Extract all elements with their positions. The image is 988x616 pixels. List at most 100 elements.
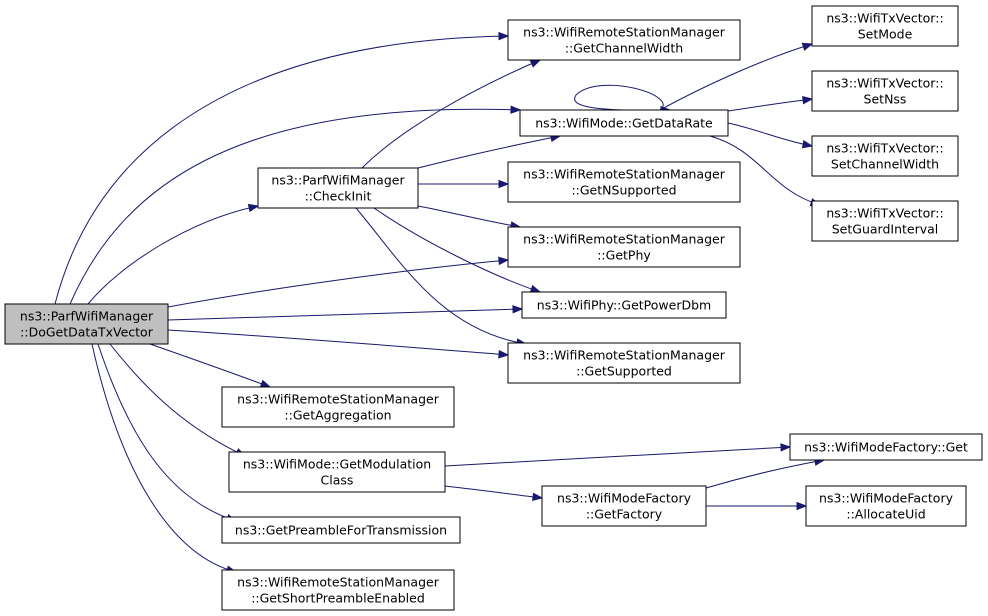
node-label-line: ::GetShortPreambleEnabled xyxy=(251,591,425,606)
edge-line xyxy=(109,343,246,457)
edge-root-to-getdatarate xyxy=(69,105,522,305)
node-box xyxy=(221,386,455,428)
node-label-line: ns3::WifiRemoteStationManager xyxy=(523,25,726,40)
edge-line xyxy=(727,122,813,147)
node-allocateuid[interactable]: ns3::WifiModeFactory::AllocateUid xyxy=(805,485,967,527)
edge-root-to-getshortpreamble xyxy=(91,343,238,574)
node-box xyxy=(519,109,729,137)
node-box xyxy=(507,342,741,384)
node-label-line: ns3::WifiMode::GetModulation xyxy=(243,457,431,472)
edge-root-to-getaggregation xyxy=(149,343,272,388)
edge-getmodulationclass-to-modefactoryget xyxy=(444,443,792,467)
node-setnss[interactable]: ns3::WifiTxVector::SetNss xyxy=(811,70,959,112)
node-getnsupported[interactable]: ns3::WifiRemoteStationManager::GetNSuppo… xyxy=(507,161,741,203)
edge-arrowhead xyxy=(802,95,814,105)
edge-arrowhead xyxy=(259,379,272,388)
node-label-line: ::GetPhy xyxy=(597,248,651,263)
node-root[interactable]: ns3::ParfWifiManager::DoGetDataTxVector xyxy=(4,303,169,345)
node-box xyxy=(789,433,983,461)
edge-checkinit-to-getchannelwidth xyxy=(361,59,542,169)
node-box xyxy=(521,291,727,319)
edge-root-to-checkinit xyxy=(87,203,260,305)
node-checkinit[interactable]: ns3::ParfWifiManager::CheckInit xyxy=(257,167,419,209)
node-label-line: ::GetSupported xyxy=(576,364,672,379)
edge-line xyxy=(87,205,259,305)
edge-line xyxy=(69,108,521,305)
node-box xyxy=(811,135,959,177)
node-label-line: Class xyxy=(321,473,354,488)
node-getpreamble[interactable]: ns3::GetPreambleForTransmission xyxy=(221,516,461,544)
node-label-line: ::CheckInit xyxy=(305,189,372,204)
node-label-line: ::GetChannelWidth xyxy=(565,41,683,56)
node-label-line: ns3::GetPreambleForTransmission xyxy=(235,523,447,538)
edge-checkinit-to-getnsupported xyxy=(418,179,510,189)
node-label-line: ns3::ParfWifiManager xyxy=(271,173,405,188)
edge-line xyxy=(97,343,237,522)
node-label-line: ns3::WifiModeFactory xyxy=(819,491,954,506)
node-label-line: ns3::WifiModeFactory xyxy=(557,491,692,506)
node-label-line: ns3::WifiRemoteStationManager xyxy=(523,348,726,363)
edge-arrowhead xyxy=(498,350,510,359)
node-label-line: SetChannelWidth xyxy=(831,157,939,172)
node-box xyxy=(221,569,455,611)
edge-line xyxy=(705,459,825,489)
node-box xyxy=(507,161,741,203)
node-modefactoryget[interactable]: ns3::WifiModeFactory::Get xyxy=(789,433,983,461)
edge-line xyxy=(417,205,521,228)
edge-arrowhead xyxy=(801,42,814,51)
node-label-line: ::AllocateUid xyxy=(846,507,925,522)
edge-root-to-getchannelwidth xyxy=(54,31,510,305)
node-label-line: ::GetAggregation xyxy=(284,408,391,423)
edge-getdatarate-to-getdatarate xyxy=(574,84,672,115)
node-label-line: ns3::WifiTxVector:: xyxy=(826,11,943,26)
node-setguardinterval[interactable]: ns3::WifiTxVector::SetGuardInterval xyxy=(811,200,959,242)
node-label-line: ::GetNSupported xyxy=(571,183,676,198)
node-label-line: SetGuardInterval xyxy=(832,222,939,237)
node-label-line: ns3::WifiRemoteStationManager xyxy=(237,575,440,590)
node-label-line: SetNss xyxy=(864,92,907,107)
node-box xyxy=(221,516,461,544)
node-getshortpreamble[interactable]: ns3::WifiRemoteStationManager::GetShortP… xyxy=(221,569,455,611)
node-getsupported[interactable]: ns3::WifiRemoteStationManager::GetSuppor… xyxy=(507,342,741,384)
node-box xyxy=(4,303,169,345)
node-modefactorygetfactory[interactable]: ns3::WifiModeFactory::GetFactory xyxy=(541,485,707,527)
edge-modefactorygetfactory-to-allocateuid xyxy=(706,501,808,511)
edge-root-to-getphy xyxy=(167,256,510,308)
edge-line xyxy=(727,98,813,112)
edge-line xyxy=(149,343,271,388)
edge-arrowhead xyxy=(247,203,260,213)
edge-root-to-getpowerdbm xyxy=(167,305,524,321)
edge-line xyxy=(444,446,791,467)
edge-arrowhead xyxy=(498,31,510,41)
node-box xyxy=(811,5,959,47)
node-getaggregation[interactable]: ns3::WifiRemoteStationManager::GetAggreg… xyxy=(221,386,455,428)
edge-line xyxy=(444,485,543,499)
node-label-line: SetMode xyxy=(858,27,913,42)
edge-line xyxy=(355,207,527,345)
node-getpowerdbm[interactable]: ns3::WifiPhy::GetPowerDbm xyxy=(521,291,727,319)
node-box xyxy=(228,451,446,493)
edge-line xyxy=(91,343,237,573)
node-label-line: ns3::WifiRemoteStationManager xyxy=(523,232,726,247)
node-box xyxy=(507,226,741,268)
node-getchannelwidth[interactable]: ns3::WifiRemoteStationManager::GetChanne… xyxy=(507,19,741,61)
node-setmode[interactable]: ns3::WifiTxVector::SetMode xyxy=(811,5,959,47)
node-getdatarate[interactable]: ns3::WifiMode::GetDataRate xyxy=(519,109,729,137)
edge-root-to-getsupported xyxy=(167,329,510,359)
edge-arrowhead xyxy=(529,59,542,68)
edge-line xyxy=(167,259,509,308)
node-box xyxy=(507,19,741,61)
edge-modefactorygetfactory-to-modefactoryget xyxy=(705,457,826,489)
node-label-line: ns3::WifiTxVector:: xyxy=(826,141,943,156)
edge-line xyxy=(361,59,541,169)
node-label-line: ns3::WifiPhy::GetPowerDbm xyxy=(537,298,711,313)
edge-arrowhead xyxy=(801,140,814,149)
edge-arrowhead xyxy=(780,443,792,452)
node-label-line: ::GetFactory xyxy=(586,507,663,522)
node-setchannelwidth[interactable]: ns3::WifiTxVector::SetChannelWidth xyxy=(811,135,959,177)
node-box xyxy=(257,167,419,209)
edge-arrowhead xyxy=(512,305,524,314)
node-getphy[interactable]: ns3::WifiRemoteStationManager::GetPhy xyxy=(507,226,741,268)
